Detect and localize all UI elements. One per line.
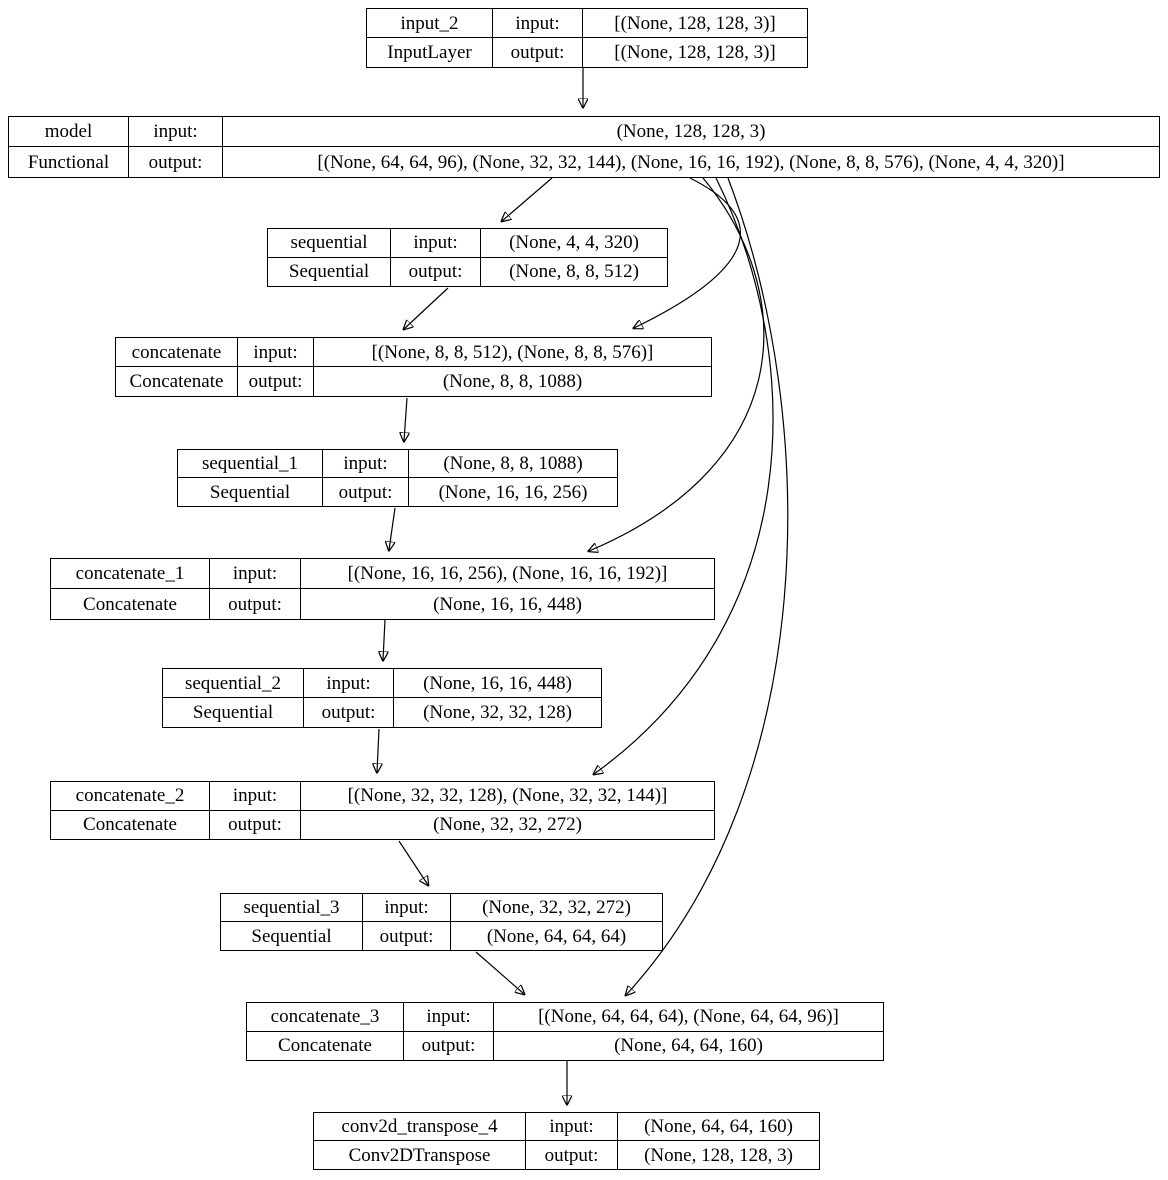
input-label: input: bbox=[404, 1003, 494, 1032]
layer-type: Sequential bbox=[178, 478, 323, 506]
input-label: input: bbox=[304, 669, 394, 698]
input-shape: [(None, 16, 16, 256), (None, 16, 16, 192… bbox=[301, 559, 714, 589]
node-sequential_2: sequential_2 input: (None, 16, 16, 448) … bbox=[162, 668, 602, 728]
output-shape: [(None, 64, 64, 96), (None, 32, 32, 144)… bbox=[317, 151, 1065, 173]
edge-concatenate_1-to-sequential_2 bbox=[383, 619, 385, 660]
layer-type: InputLayer bbox=[367, 38, 493, 67]
input-label: input: bbox=[363, 894, 451, 922]
layer-type: Concatenate bbox=[247, 1031, 404, 1060]
output-shape: (None, 8, 8, 1088) bbox=[442, 371, 583, 392]
input-shape: (None, 8, 8, 1088) bbox=[409, 450, 617, 478]
node-input_2: input_2 input: [(None, 128, 128, 3)] Inp… bbox=[366, 8, 808, 68]
output-shape: (None, 16, 16, 448) bbox=[433, 593, 582, 615]
layer-type: Concatenate bbox=[116, 367, 238, 396]
input-shape: [(None, 8, 8, 512), (None, 8, 8, 576)] bbox=[314, 338, 711, 367]
input-shape: [(None, 32, 32, 128), (None, 32, 32, 144… bbox=[301, 782, 714, 811]
output-label: output: bbox=[210, 589, 301, 619]
node-sequential: sequential input: (None, 4, 4, 320) Sequ… bbox=[267, 228, 668, 287]
layer-name: concatenate bbox=[116, 338, 238, 367]
layer-name: concatenate_1 bbox=[51, 559, 210, 589]
output-label: output: bbox=[238, 367, 314, 396]
output-label: output: bbox=[129, 147, 223, 177]
layer-type: Sequential bbox=[163, 698, 304, 727]
output-shape: [(None, 128, 128, 3)] bbox=[614, 42, 776, 63]
input-shape: (None, 4, 4, 320) bbox=[481, 229, 667, 258]
input-label: input: bbox=[210, 559, 301, 589]
input-shape: (None, 64, 64, 160) bbox=[618, 1113, 819, 1141]
layer-name: sequential_1 bbox=[178, 450, 323, 478]
input-label: input: bbox=[391, 229, 481, 258]
edge-sequential_1-to-concatenate_1 bbox=[389, 507, 396, 550]
input-shape: [(None, 64, 64, 64), (None, 64, 64, 96)] bbox=[494, 1003, 883, 1032]
node-concatenate_3: concatenate_3 input: [(None, 64, 64, 64)… bbox=[246, 1002, 884, 1061]
output-shape: (None, 64, 64, 64) bbox=[486, 925, 627, 947]
edge-concatenate-to-sequential_1 bbox=[404, 397, 407, 441]
output-shape: (None, 64, 64, 160) bbox=[614, 1035, 763, 1057]
input-label: input: bbox=[238, 338, 314, 367]
node-concatenate_2: concatenate_2 input: [(None, 32, 32, 128… bbox=[50, 781, 715, 840]
input-shape: (None, 32, 32, 272) bbox=[451, 894, 662, 922]
layer-type: Functional bbox=[9, 147, 129, 177]
layer-type: Sequential bbox=[268, 257, 391, 286]
layer-type: Concatenate bbox=[51, 810, 210, 839]
output-label: output: bbox=[391, 257, 481, 286]
output-shape: (None, 32, 32, 128) bbox=[423, 702, 572, 723]
output-label: output: bbox=[526, 1141, 618, 1169]
node-conv2d_transpose_4: conv2d_transpose_4 input: (None, 64, 64,… bbox=[313, 1112, 820, 1170]
node-model: model input: (None, 128, 128, 3) Functio… bbox=[8, 116, 1160, 178]
output-shape: (None, 8, 8, 512) bbox=[509, 261, 639, 283]
edge-sequential-to-concatenate bbox=[404, 287, 449, 329]
node-concatenate_1: concatenate_1 input: [(None, 16, 16, 256… bbox=[50, 558, 715, 620]
input-label: input: bbox=[210, 782, 301, 811]
output-shape: (None, 128, 128, 3) bbox=[644, 1144, 793, 1166]
node-sequential_3: sequential_3 input: (None, 32, 32, 272) … bbox=[220, 893, 663, 951]
output-label: output: bbox=[210, 810, 301, 839]
layer-type: Conv2DTranspose bbox=[314, 1141, 526, 1169]
output-label: output: bbox=[363, 922, 451, 950]
layer-type: Concatenate bbox=[51, 589, 210, 619]
input-shape: (None, 16, 16, 448) bbox=[394, 669, 601, 698]
output-label: output: bbox=[323, 478, 409, 506]
edge-concatenate_2-to-sequential_3 bbox=[398, 840, 428, 885]
output-shape: (None, 32, 32, 272) bbox=[433, 814, 582, 836]
layer-name: concatenate_3 bbox=[247, 1003, 404, 1032]
input-shape: (None, 128, 128, 3) bbox=[223, 117, 1159, 147]
edge-sequential_3-to-concatenate_3 bbox=[475, 951, 524, 994]
output-label: output: bbox=[304, 698, 394, 727]
layer-name: model bbox=[9, 117, 129, 147]
node-concatenate: concatenate input: [(None, 8, 8, 512), (… bbox=[115, 337, 712, 397]
input-label: input: bbox=[323, 450, 409, 478]
layer-name: sequential bbox=[268, 229, 391, 258]
input-label: input: bbox=[526, 1113, 618, 1141]
edge-model-to-sequential bbox=[502, 177, 553, 221]
input-label: input: bbox=[493, 9, 583, 38]
layer-name: conv2d_transpose_4 bbox=[314, 1113, 526, 1141]
output-shape: (None, 16, 16, 256) bbox=[438, 481, 588, 503]
input-label: input: bbox=[129, 117, 223, 147]
layer-name: sequential_3 bbox=[221, 894, 363, 922]
layer-name: concatenate_2 bbox=[51, 782, 210, 811]
layer-type: Sequential bbox=[221, 922, 363, 950]
layer-name: sequential_2 bbox=[163, 669, 304, 698]
edge-sequential_2-to-concatenate_2 bbox=[377, 728, 379, 772]
output-label: output: bbox=[404, 1031, 494, 1060]
node-sequential_1: sequential_1 input: (None, 8, 8, 1088) S… bbox=[177, 449, 618, 507]
output-label: output: bbox=[493, 38, 583, 67]
input-shape: [(None, 128, 128, 3)] bbox=[583, 9, 807, 38]
layer-name: input_2 bbox=[367, 9, 493, 38]
